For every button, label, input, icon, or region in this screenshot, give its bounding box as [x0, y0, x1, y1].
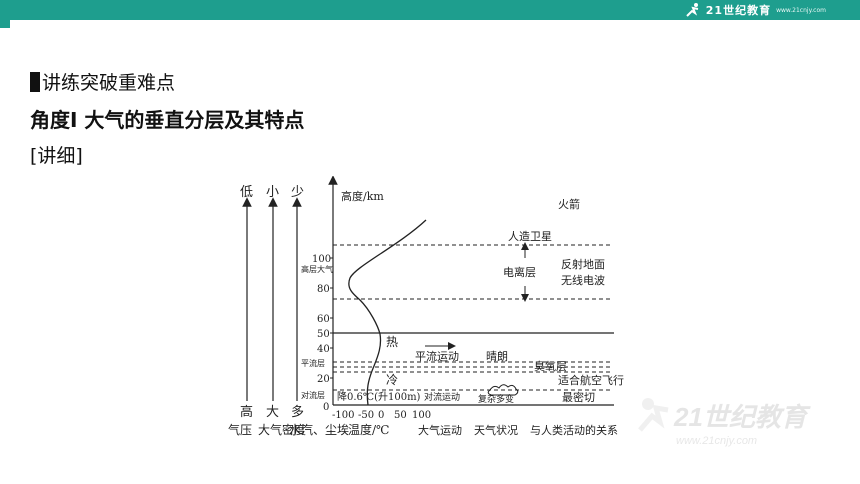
brand-logo: 21世纪教育 www.21cnjy.com	[683, 1, 826, 19]
watermark-text: 21世纪教育	[673, 402, 811, 432]
watermark-logo: 21世纪教育 www.21cnjy.com	[638, 398, 811, 447]
section-title-text: 讲练突破重难点	[42, 72, 176, 94]
bottom-small-label-2: 大	[266, 405, 279, 420]
label-relation: 与人类活动的关系	[530, 423, 618, 437]
temperature-curve	[348, 219, 427, 406]
satellite-label: 人造卫星	[508, 229, 552, 243]
y-tick-100: 100	[312, 254, 331, 265]
aviation-label: 适合航空飞行	[558, 373, 624, 387]
y-tick-marks	[330, 257, 333, 379]
arrow-label-density: 小	[266, 185, 279, 200]
topic-title: 角度Ⅰ 大气的垂直分层及其特点	[30, 108, 305, 132]
ozone-label: 臭氧层	[534, 359, 567, 373]
ionosphere-label: 电离层	[503, 265, 536, 279]
y-tick-50: 50	[317, 329, 330, 340]
layer-tropo-label: 对流层	[301, 390, 325, 400]
y-tick-0: 0	[323, 402, 329, 413]
horizontal-flow-label: 平流运动	[415, 349, 459, 363]
label-pressure: 气压	[228, 422, 252, 437]
cold-label: 冷	[386, 373, 398, 387]
detail-label: [讲细]	[30, 145, 83, 167]
temp-tick-100: 100	[412, 410, 431, 421]
section-title: 讲练突破重难点	[30, 68, 175, 95]
y-tick-80: 80	[317, 284, 330, 295]
arrow-label-pressure: 低	[240, 185, 253, 200]
label-weather: 天气状况	[474, 423, 518, 437]
hot-label: 热	[386, 335, 398, 349]
brand-name: 21世纪教育	[705, 4, 772, 17]
accent-block	[0, 20, 10, 28]
atmosphere-diagram: 低 小 少 高 大 多 高度/km 100 80 60 50 40 20 0 高…	[228, 176, 640, 442]
rocket-label: 火箭	[558, 197, 580, 211]
temp-tick-50: 50	[394, 410, 407, 421]
radio-label: 无线电波	[561, 273, 605, 287]
reflect-label: 反射地面	[561, 257, 605, 271]
brand-url: www.21cnjy.com	[776, 6, 826, 14]
watermark-url: www.21cnjy.com	[676, 435, 757, 447]
section-marker-icon	[30, 71, 40, 92]
layer-upper-label: 高层大气	[301, 264, 333, 274]
top-header-bar: 21世纪教育 www.21cnjy.com	[0, 0, 860, 20]
closest-label: 最密切	[562, 390, 595, 404]
label-density: 大气密度	[258, 422, 306, 437]
y-tick-20: 20	[317, 374, 330, 385]
convection-label: 对流运动	[424, 391, 460, 403]
sunny-label: 晴朗	[486, 350, 508, 363]
bottom-small-label-3: 多	[291, 404, 304, 420]
temp-tick-neg100: -100	[332, 410, 354, 421]
complex-weather-label: 复杂多变	[478, 393, 514, 405]
y-tick-40: 40	[317, 344, 330, 355]
label-motion: 大气运动	[418, 423, 462, 437]
lapse-rate-label: 降0.6℃(升100m)	[337, 390, 421, 403]
atmosphere-diagram-svg: 低 小 少 高 大 多 高度/km 100 80 60 50 40 20 0 高…	[228, 176, 624, 437]
cloud-icon	[487, 384, 519, 396]
temp-tick-neg50: -50	[358, 410, 374, 421]
arrow-label-vapor: 少	[291, 185, 304, 200]
temp-tick-0: 0	[378, 410, 384, 421]
height-axis-title: 高度/km	[341, 189, 384, 203]
layer-strat-label: 平流层	[301, 358, 325, 368]
label-temperature: 温度/℃	[348, 422, 389, 437]
bottom-small-label-1: 高	[240, 404, 253, 420]
label-vapor: 水汽、尘埃	[289, 422, 349, 437]
runner-logo-icon	[686, 3, 698, 17]
y-tick-60: 60	[317, 314, 330, 325]
